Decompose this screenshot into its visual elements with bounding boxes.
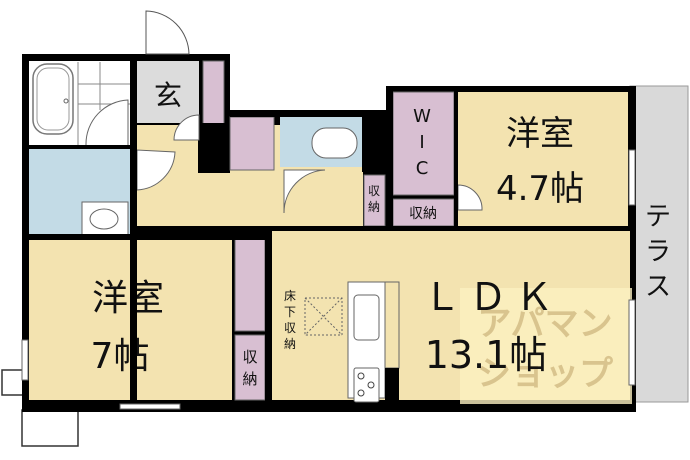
window-ldk bbox=[628, 299, 636, 386]
room1-name: 洋室 bbox=[506, 114, 574, 154]
ldk-name: ＬＤＫ bbox=[423, 275, 561, 319]
svg-text:収: 収 bbox=[284, 321, 296, 335]
terrace-char: テ bbox=[645, 202, 671, 232]
room2-closet bbox=[234, 235, 266, 332]
window-room2 bbox=[119, 403, 181, 410]
ldk-size: 13.1帖 bbox=[425, 333, 548, 377]
toilet-icon bbox=[311, 127, 358, 159]
wic-label: C bbox=[416, 158, 429, 179]
watermark bbox=[460, 288, 632, 404]
room1-size: 4.7帖 bbox=[496, 169, 584, 209]
entrance bbox=[137, 61, 199, 123]
svg-text:床: 床 bbox=[284, 289, 296, 303]
room2-storage bbox=[234, 334, 266, 401]
watermark-logo: アパマン bbox=[477, 304, 612, 344]
western-room-1 bbox=[458, 92, 628, 226]
entrance-label: 玄 bbox=[154, 79, 182, 112]
hall-storage-label: 収 bbox=[368, 184, 380, 198]
window-left bbox=[1, 369, 25, 396]
room2-storage-label: 収 bbox=[242, 348, 257, 366]
wic-label: W bbox=[413, 106, 431, 127]
terrace bbox=[629, 85, 689, 403]
hall-storage-label: 納 bbox=[368, 200, 380, 214]
room2-size: 7帖 bbox=[91, 336, 150, 377]
svg-text:納: 納 bbox=[284, 337, 296, 351]
wic-storage-label: 収納 bbox=[409, 206, 437, 222]
bathtub-icon bbox=[32, 63, 74, 135]
window-room1 bbox=[628, 149, 636, 206]
entrance-step-door bbox=[173, 114, 200, 141]
bath-door-icon bbox=[85, 99, 129, 146]
underfloor-storage-label: 床 下 収 納 bbox=[284, 289, 296, 351]
toilet-door-icon bbox=[283, 169, 326, 214]
interior-walls bbox=[22, 54, 636, 404]
room2-name: 洋室 bbox=[92, 278, 164, 319]
room2-storage-label: 納 bbox=[242, 370, 257, 388]
terrace-label: テ ラ ス bbox=[645, 202, 671, 302]
washroom-door-icon bbox=[136, 149, 176, 191]
window-left-room2 bbox=[21, 339, 29, 381]
wic-label: I bbox=[419, 132, 424, 153]
terrace-char: ス bbox=[645, 272, 671, 302]
terrace-char: ラ bbox=[645, 237, 671, 267]
svg-text:下: 下 bbox=[284, 305, 296, 319]
room1-door-icon bbox=[457, 184, 483, 211]
stove-icon bbox=[353, 367, 380, 403]
underfloor-hatch-icon bbox=[304, 297, 343, 336]
hall-closet bbox=[229, 116, 275, 171]
walk-in-closet bbox=[392, 91, 455, 196]
balcony bbox=[21, 409, 79, 447]
sink-icon bbox=[353, 294, 380, 341]
front-door-icon[interactable] bbox=[145, 10, 190, 55]
watermark-logo: ショップ bbox=[477, 354, 613, 394]
